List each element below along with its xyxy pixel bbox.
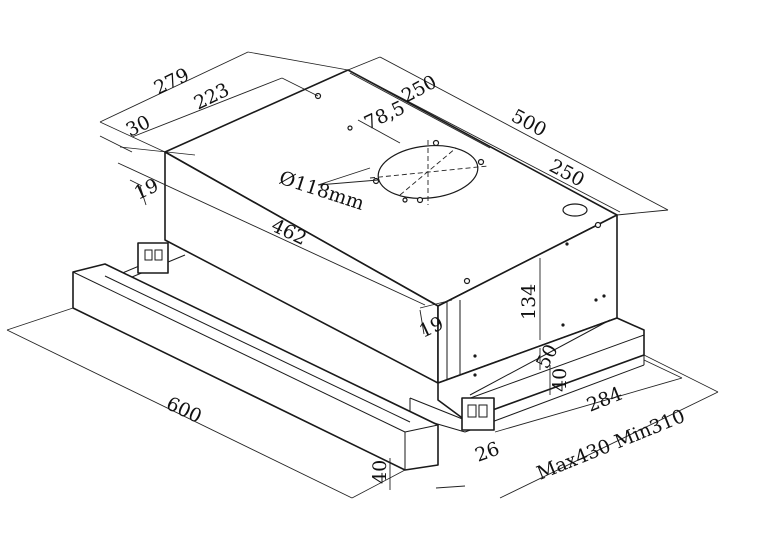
mount-holes	[314, 92, 602, 285]
dim-30: 30	[123, 111, 154, 141]
dim-40-rear: 40	[549, 368, 571, 392]
control-box-right	[461, 397, 495, 431]
dim-600: 600	[163, 393, 205, 428]
dim-250-front: 250	[398, 71, 440, 107]
dim-134: 134	[518, 284, 540, 320]
dim-19-left: 19	[131, 174, 162, 204]
dim-26: 26	[472, 438, 502, 467]
control-box-left	[137, 242, 169, 274]
fixing-dots	[473, 242, 606, 377]
dim-223: 223	[191, 79, 233, 115]
dimension-lines	[6, 51, 719, 499]
dim-slide-range: Max430 Min310	[534, 405, 689, 485]
dim-279: 279	[151, 64, 193, 100]
dim-284: 284	[584, 383, 626, 417]
dim-40-front: 40	[369, 460, 391, 484]
